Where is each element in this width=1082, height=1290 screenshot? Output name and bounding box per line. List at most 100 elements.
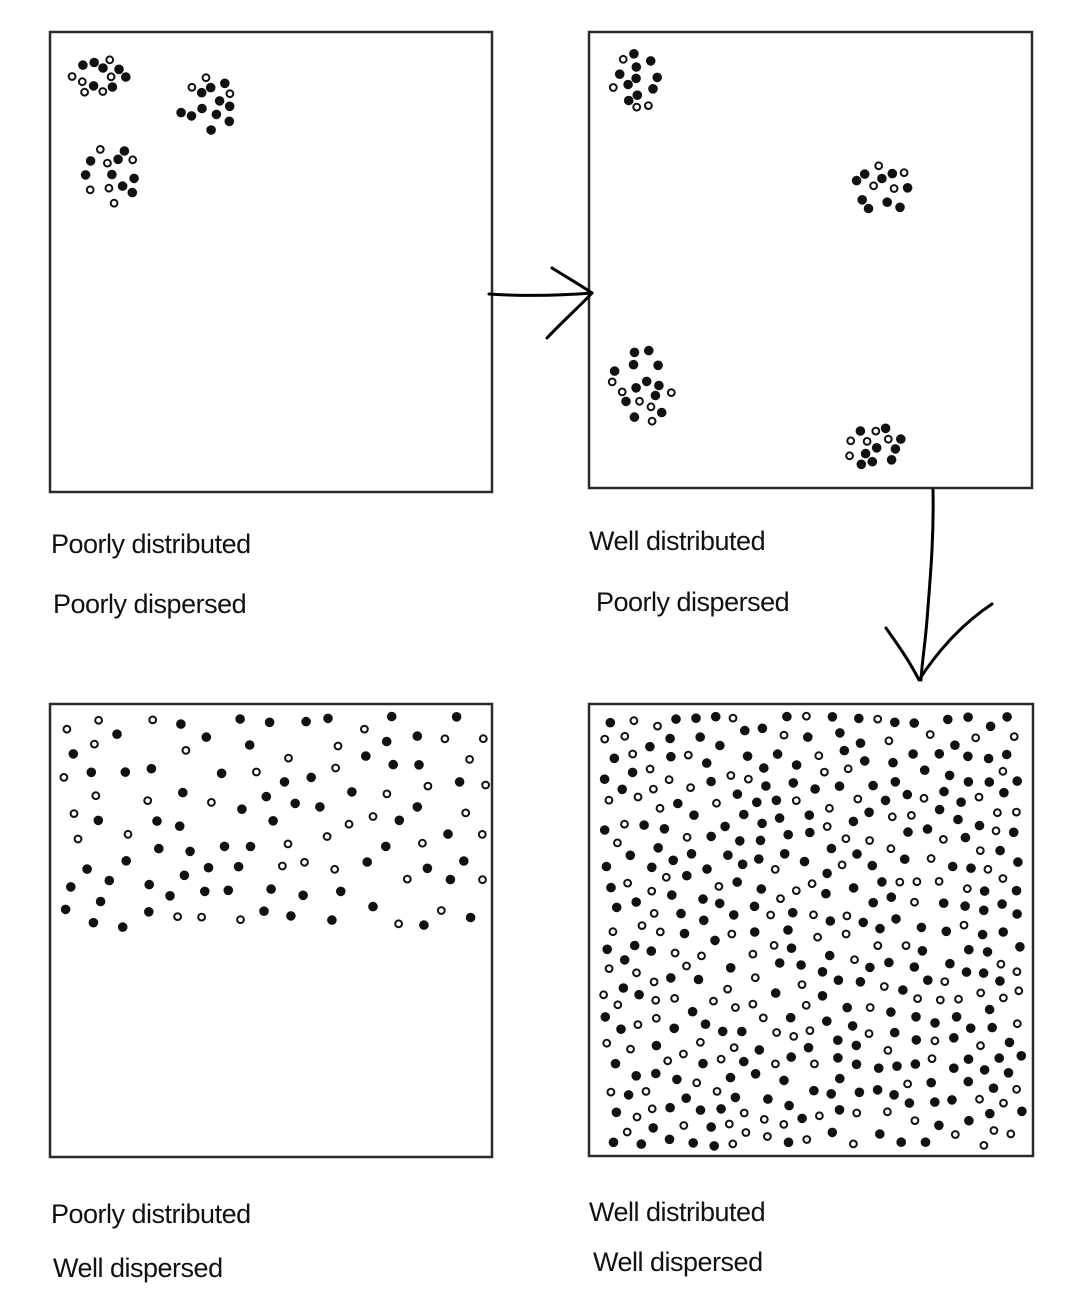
particle <box>174 821 185 832</box>
particle <box>883 1046 893 1055</box>
particle <box>179 870 190 881</box>
particle <box>848 883 859 893</box>
particle <box>756 884 767 894</box>
particle <box>669 1023 680 1034</box>
particle <box>600 1012 611 1022</box>
particle <box>613 1000 623 1010</box>
particle <box>631 897 642 907</box>
particle <box>779 730 789 740</box>
particle <box>949 1033 959 1043</box>
particle <box>895 877 905 887</box>
particle <box>727 929 737 939</box>
particle <box>960 901 970 911</box>
particle <box>784 1100 794 1111</box>
particle <box>996 959 1006 969</box>
particle <box>621 396 631 407</box>
particle <box>623 878 632 888</box>
particle <box>934 749 945 759</box>
particle <box>154 843 164 854</box>
particle <box>1017 1106 1027 1117</box>
particle <box>1012 807 1021 817</box>
particle <box>725 963 736 973</box>
particle <box>114 64 124 75</box>
particle <box>1003 1068 1014 1078</box>
particle <box>999 993 1008 1003</box>
particle <box>148 715 158 725</box>
particle <box>637 921 647 930</box>
particle <box>749 901 760 912</box>
particle <box>854 1087 865 1098</box>
particle <box>772 749 783 759</box>
particle <box>862 437 872 446</box>
particle <box>953 814 963 825</box>
particle <box>825 803 834 813</box>
particle <box>283 839 293 849</box>
particle <box>740 725 750 736</box>
particle <box>827 1127 838 1138</box>
particle <box>716 1104 726 1114</box>
particle <box>362 857 373 867</box>
particle <box>333 741 343 751</box>
particle <box>1001 749 1012 760</box>
particle <box>874 161 884 171</box>
particle <box>998 766 1008 776</box>
particle <box>920 1137 931 1147</box>
particle <box>628 749 638 759</box>
particle <box>196 87 207 98</box>
particle <box>974 792 984 802</box>
particle <box>107 169 117 180</box>
particle <box>965 1023 976 1033</box>
particle <box>206 125 216 135</box>
particle <box>887 168 898 179</box>
particle <box>653 721 662 731</box>
particle <box>979 1141 989 1150</box>
particle <box>706 831 717 842</box>
particle <box>644 101 653 110</box>
particle <box>714 898 725 909</box>
particle <box>323 713 333 724</box>
particle <box>859 756 870 766</box>
particle <box>797 1113 807 1124</box>
particle <box>1012 776 1023 786</box>
particle <box>898 985 908 995</box>
particle <box>903 827 913 837</box>
particle <box>327 915 337 925</box>
particle <box>947 861 958 872</box>
particle <box>731 1003 740 1012</box>
particle <box>655 927 665 937</box>
particle <box>88 917 99 928</box>
particle <box>219 841 230 852</box>
particle <box>683 750 693 760</box>
particle <box>634 989 644 1000</box>
particle <box>964 944 974 955</box>
particle <box>225 89 235 99</box>
particle <box>1016 1051 1027 1061</box>
particle <box>822 868 832 879</box>
particle <box>963 712 973 723</box>
particle <box>938 898 949 909</box>
particle <box>120 767 131 777</box>
particle <box>724 1119 734 1129</box>
particle <box>82 864 92 874</box>
particle <box>77 77 87 87</box>
particle <box>983 753 994 764</box>
particle <box>966 863 976 874</box>
particle <box>344 819 354 829</box>
particle <box>700 1019 711 1029</box>
particle <box>478 734 488 744</box>
particle <box>732 877 743 887</box>
particle <box>901 941 911 950</box>
particle <box>910 1059 921 1069</box>
particle <box>1009 732 1019 741</box>
particle <box>873 941 883 950</box>
particle <box>306 772 317 783</box>
particle <box>845 451 854 461</box>
particle <box>911 1035 922 1045</box>
particle <box>728 1139 738 1149</box>
particle <box>964 1115 974 1126</box>
particle <box>842 1002 853 1013</box>
particle <box>298 890 308 901</box>
particle <box>854 713 864 724</box>
particle <box>478 875 487 885</box>
particle <box>361 751 371 761</box>
